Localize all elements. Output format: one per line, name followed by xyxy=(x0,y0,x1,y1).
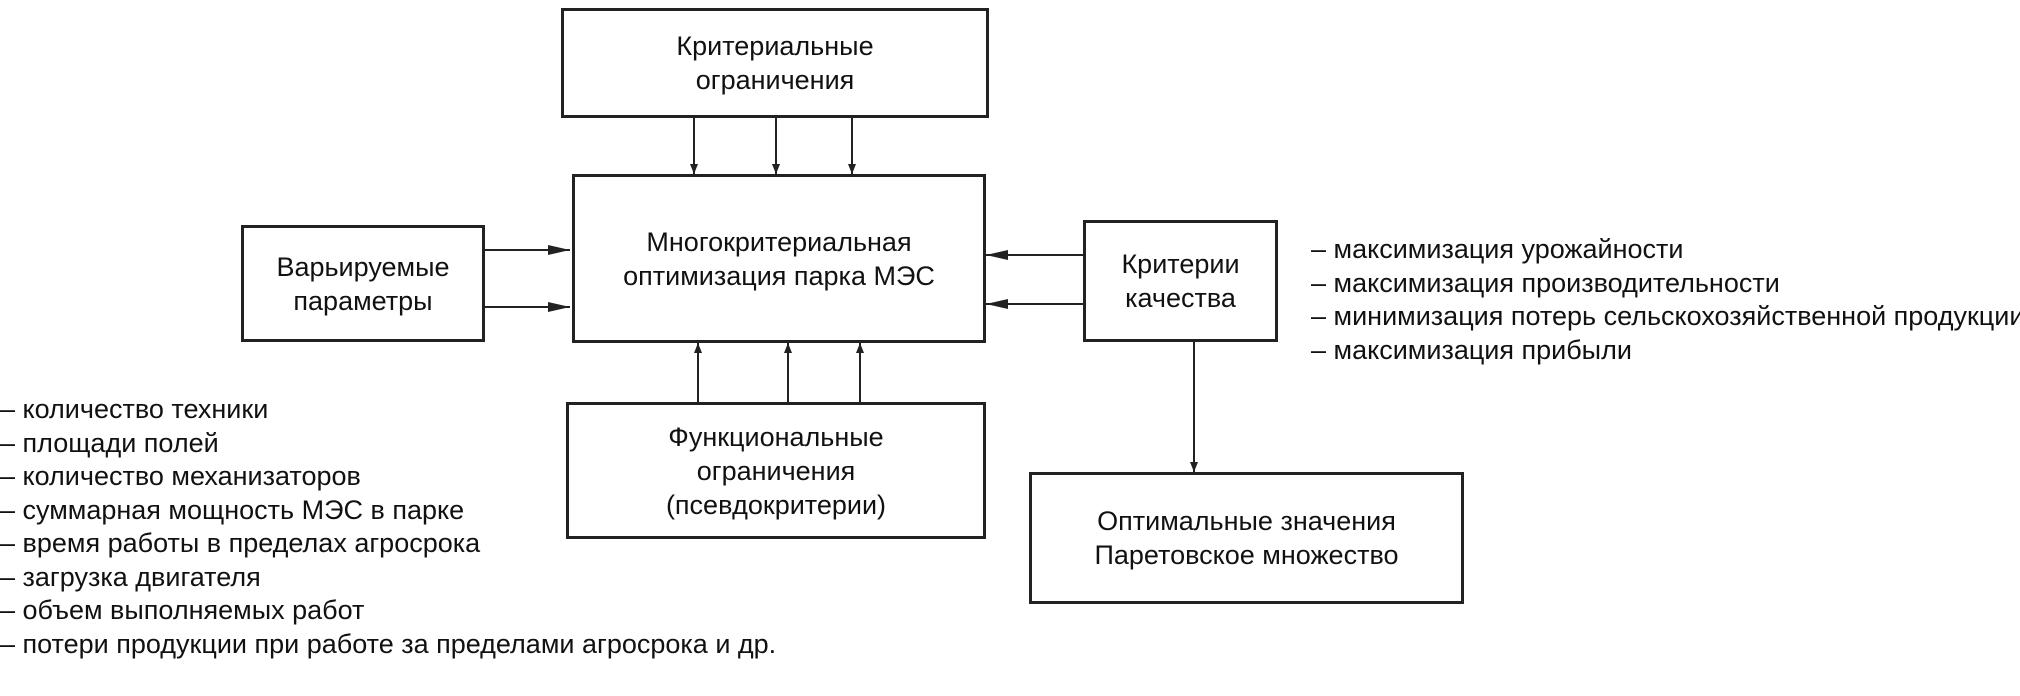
list-item: – потери продукции при работе за предела… xyxy=(0,628,777,659)
varied-parameters-line-1: Варьируемые xyxy=(276,251,450,282)
list-item: – время работы в пределах агросрока xyxy=(0,528,481,558)
list-item: – площади полей xyxy=(0,427,219,458)
optimization-box: Многокритериальная оптимизация парка МЭС xyxy=(572,174,986,343)
list-item: – минимизация потерь сельскохозяйственно… xyxy=(1311,301,2020,331)
list-item: – суммарная мощность МЭС в парке xyxy=(0,494,465,525)
list-item: – максимизация урожайности xyxy=(1311,234,1684,264)
optimal-values-line-1: Оптимальные значения xyxy=(1097,506,1396,536)
parameters-list: – количество техники – площади полей – к… xyxy=(0,393,776,661)
quality-criteria-box: Критерии качества xyxy=(1083,220,1278,342)
optimal-values-line-2: Паретовское множество xyxy=(1094,540,1399,570)
functional-constraints-box: Функциональные ограничения (псевдокритер… xyxy=(566,402,986,539)
list-item: – максимизация производительности xyxy=(1311,267,1780,298)
quality-criteria-line-2: качества xyxy=(1125,283,1236,313)
varied-parameters-line-2: параметры xyxy=(293,285,433,316)
functional-constraints-line-1: Функциональные xyxy=(668,421,884,452)
list-item: – загрузка двигателя xyxy=(0,561,261,592)
criteria-constraints-line-2: ограничения xyxy=(695,65,855,95)
optimization-line-1: Многокритериальная xyxy=(646,226,912,257)
functional-constraints-line-2: ограничения xyxy=(696,455,856,486)
criteria-constraints-line-1: Критериальные xyxy=(676,31,874,61)
functional-constraints-line-3: (псевдокритерии) xyxy=(665,489,887,520)
optimization-line-2: оптимизация парка МЭС xyxy=(623,260,935,291)
list-item: – максимизация прибыли xyxy=(1311,334,1632,365)
criteria-constraints-box: Критериальные ограничения xyxy=(561,8,989,118)
varied-parameters-box: Варьируемые параметры xyxy=(241,225,485,342)
list-item: – количество механизаторов xyxy=(0,461,361,491)
quality-criteria-line-1: Критерии xyxy=(1121,249,1240,279)
optimal-values-box: Оптимальные значения Паретовское множест… xyxy=(1029,472,1464,604)
list-item: – объем выполняемых работ xyxy=(0,595,365,625)
quality-criteria-list: – максимизация урожайности – максимизаци… xyxy=(1311,233,2020,367)
list-item: – количество техники xyxy=(0,394,269,424)
